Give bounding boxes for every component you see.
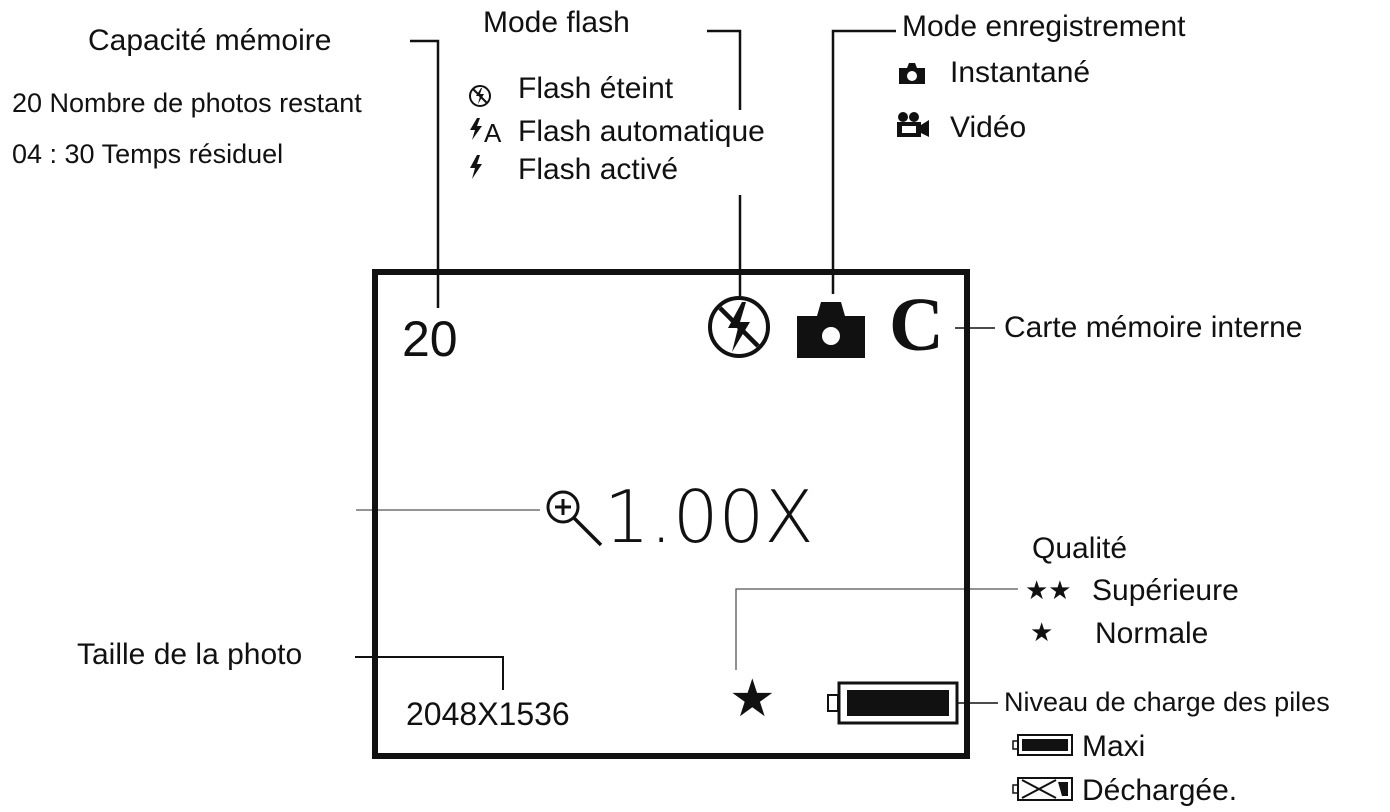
- quality-normal-star: ★: [1030, 618, 1054, 648]
- quality-superior-stars: ★★: [1025, 576, 1072, 606]
- screen-photo-count: 20: [402, 311, 458, 367]
- flash-off-icon: [468, 84, 492, 108]
- line-flash-mode: [707, 29, 742, 110]
- label-record-mode: Mode enregistrement: [902, 10, 1186, 43]
- screen-resolution: 2048X1536: [406, 696, 570, 732]
- line-quality: [735, 588, 1018, 670]
- flash-off-icon: [706, 294, 772, 360]
- camera-icon: [897, 60, 927, 86]
- label-battery-full: Maxi: [1082, 730, 1146, 763]
- label-flash-mode: Mode flash: [483, 6, 630, 39]
- label-quality-superior: Supérieure: [1092, 574, 1239, 607]
- battery-full-icon: [827, 681, 959, 725]
- flash-auto-icon: [468, 117, 484, 141]
- battery-full-icon: [1012, 733, 1074, 757]
- label-quality-normal: Normale: [1095, 617, 1209, 650]
- line-memory-capacity: [410, 39, 440, 308]
- label-video: Vidéo: [950, 111, 1027, 144]
- label-flash-auto: Flash automatique: [518, 115, 765, 148]
- lcd-screen: [372, 269, 970, 759]
- label-snapshot: Instantané: [950, 56, 1091, 89]
- video-camera-icon: [895, 111, 931, 139]
- label-flash-off: Flash éteint: [518, 72, 674, 105]
- label-battery-empty: Déchargée.: [1082, 774, 1238, 807]
- label-battery-level: Niveau de charge des piles: [1004, 687, 1330, 717]
- flash-on-icon: [468, 154, 484, 180]
- label-internal-memory: Carte mémoire interne: [1004, 311, 1303, 344]
- line-photo-size: [355, 656, 504, 690]
- label-photos-remaining: 20 Nombre de photos restant: [12, 88, 362, 118]
- label-flash-on: Flash activé: [518, 153, 679, 186]
- magnifier-plus-icon: [543, 487, 607, 551]
- label-quality: Qualité: [1032, 532, 1128, 565]
- screen-memory-letter: C: [889, 283, 944, 367]
- line-record-mode: [831, 29, 896, 294]
- label-time-remaining: 04 : 30 Temps résiduel: [12, 139, 284, 169]
- label-memory-capacity: Capacité mémoire: [88, 24, 332, 57]
- camera-icon: [795, 296, 867, 360]
- screen-quality-star: ★: [729, 669, 776, 729]
- label-flash-auto-prefix: A: [484, 118, 502, 148]
- label-photo-size: Taille de la photo: [77, 638, 303, 671]
- battery-empty-icon: [1012, 776, 1074, 802]
- screen-zoom-value: 1.00X: [604, 475, 814, 559]
